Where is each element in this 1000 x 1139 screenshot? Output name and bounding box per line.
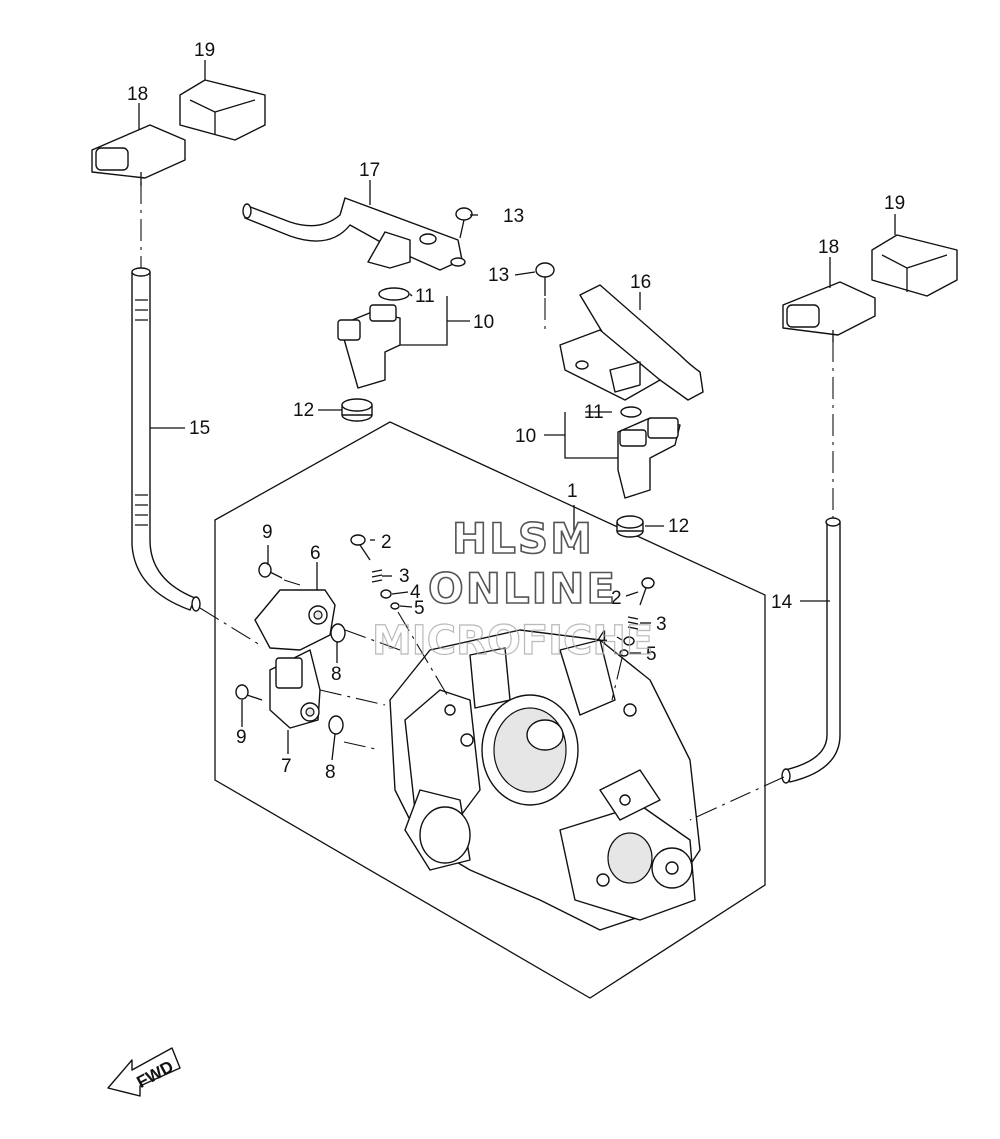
- callout-19: 19: [884, 193, 905, 214]
- screw-part-2b[interactable]: [639, 577, 655, 606]
- callout-10: 10: [515, 426, 536, 447]
- callout-13: 13: [488, 265, 509, 286]
- callout-18: 18: [127, 84, 148, 105]
- spring-part-3a[interactable]: [371, 569, 383, 583]
- watermark-line-2: ONLINE: [428, 564, 617, 613]
- callout-5: 5: [414, 598, 425, 619]
- screw-part-13a[interactable]: [455, 207, 473, 239]
- washer-part-4b[interactable]: [623, 636, 635, 646]
- callout-8: 8: [325, 762, 336, 783]
- callout-3: 3: [656, 614, 667, 635]
- seal-part-12b[interactable]: [616, 515, 644, 538]
- screw-part-13b[interactable]: [535, 262, 555, 296]
- sensor-part-7[interactable]: [269, 649, 321, 729]
- watermark-line-1: HLSM: [452, 514, 594, 563]
- dash-6-to-body: [344, 629, 401, 651]
- callout-14: 14: [771, 592, 793, 613]
- callout-6: 6: [310, 543, 321, 564]
- callout-9: 9: [236, 727, 247, 748]
- callout-11: 11: [584, 402, 604, 423]
- callout-19: 19: [194, 40, 215, 61]
- sensor-connector-part-18b[interactable]: [782, 281, 876, 342]
- callout-8: 8: [331, 664, 342, 685]
- washer-part-4a[interactable]: [380, 589, 392, 599]
- cover-part-19b[interactable]: [871, 234, 958, 297]
- callout-10: 10: [473, 312, 494, 333]
- callout-15: 15: [189, 418, 210, 439]
- watermark-line-3: MICROFICHE: [372, 618, 653, 664]
- callout-17: 17: [359, 160, 380, 181]
- hose-part-15[interactable]: [131, 267, 201, 612]
- o-ring-part-8b[interactable]: [328, 715, 344, 735]
- dash-5b-to-body: [611, 657, 623, 701]
- leader-lines: [138, 60, 896, 761]
- o-ring-part-5a[interactable]: [390, 602, 400, 610]
- sensor-connector-part-18a[interactable]: [91, 124, 186, 186]
- dash-14-to-body: [689, 776, 785, 821]
- callout-11: 11: [415, 286, 435, 307]
- callout-4: 4: [410, 582, 421, 603]
- dash-9a-to-6: [283, 579, 301, 586]
- callout-18: 18: [818, 237, 839, 258]
- o-ring-part-8a[interactable]: [330, 623, 346, 643]
- assembly-frame: [214, 421, 766, 999]
- callout-9: 9: [262, 522, 273, 543]
- callout-16: 16: [630, 272, 651, 293]
- dash-7-to-body: [319, 689, 386, 706]
- dash-5a-to-body: [397, 611, 451, 701]
- seal-part-12a[interactable]: [341, 398, 373, 422]
- spring-part-3b[interactable]: [627, 616, 639, 630]
- o-ring-part-11b[interactable]: [620, 406, 642, 418]
- sensor-part-6[interactable]: [254, 589, 336, 651]
- callout-4: 4: [597, 628, 608, 649]
- callout-13: 13: [503, 206, 524, 227]
- fuel-pipe-part-17[interactable]: [242, 197, 466, 271]
- callout-1: 1: [567, 481, 578, 502]
- callout-12: 12: [293, 400, 314, 421]
- fwd-arrow-icon: FWD: [107, 1047, 181, 1097]
- injector-part-10b[interactable]: [617, 417, 681, 499]
- screw-part-2a[interactable]: [350, 534, 371, 561]
- callout-2: 2: [381, 532, 392, 553]
- callout-2: 2: [611, 588, 622, 609]
- callout-5: 5: [646, 644, 657, 665]
- o-ring-part-11a[interactable]: [378, 287, 410, 301]
- callout-7: 7: [281, 756, 292, 777]
- screw-part-9b[interactable]: [235, 684, 263, 701]
- fuel-pipe-part-16[interactable]: [559, 284, 704, 401]
- hose-part-14[interactable]: [781, 517, 841, 784]
- callout-12: 12: [668, 516, 689, 537]
- callout-3: 3: [399, 566, 410, 587]
- throttle-body-part[interactable]: [389, 629, 701, 931]
- injector-part-10a[interactable]: [337, 304, 401, 389]
- dash-15-to-6: [199, 607, 261, 646]
- dash-8b-to-body: [343, 741, 381, 751]
- o-ring-part-5b[interactable]: [619, 649, 629, 657]
- screw-part-9a[interactable]: [258, 562, 283, 579]
- cover-part-19a[interactable]: [179, 79, 266, 141]
